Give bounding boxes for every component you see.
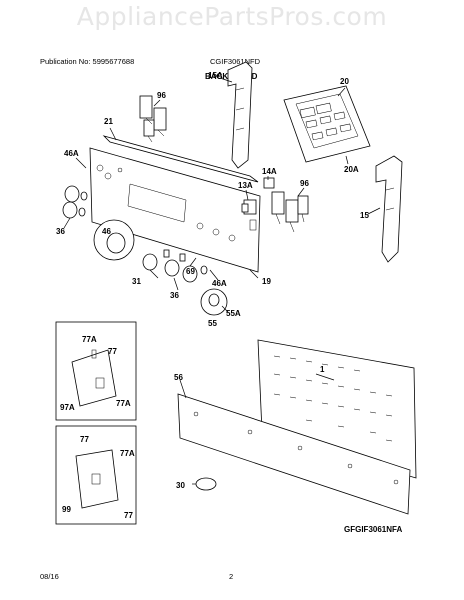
callout-77-inset2: 77 (80, 435, 89, 444)
callout-55: 55 (208, 319, 217, 328)
callout-31: 31 (132, 277, 141, 286)
part-19-control-panel (89, 147, 261, 273)
callout-36-left: 36 (56, 227, 65, 236)
callout-30: 30 (176, 481, 185, 490)
callout-15: 15 (360, 211, 369, 220)
callout-46A-upper: 46A (64, 149, 79, 158)
callout-97A: 97A (60, 403, 75, 412)
model-number: CGIF3061NFD (210, 57, 261, 66)
part-20-control-board (283, 85, 371, 163)
part-15-end-bracket (375, 155, 403, 263)
part-96-switch-upper (139, 95, 167, 143)
callout-46A-lower: 46A (212, 279, 227, 288)
callout-36-lower: 36 (170, 291, 179, 300)
callout-96-lower: 96 (300, 179, 309, 188)
diagram-code: GFGIF3061NFA (344, 525, 402, 534)
part-1-rear-panel (257, 339, 417, 479)
publication-number: Publication No: 5995677688 (40, 57, 135, 66)
leader-lines (63, 77, 381, 485)
callout-77A-inset2: 77A (120, 449, 135, 458)
part-21-top-trim (102, 135, 259, 183)
callout-21: 21 (104, 117, 113, 126)
part-15A-end-bracket (227, 61, 253, 169)
callout-77A-inset1b: 77A (116, 399, 131, 408)
part-96-switch-lower (271, 191, 309, 233)
callout-77A-inset1: 77A (82, 335, 97, 344)
callout-20A: 20A (344, 165, 359, 174)
part-31-36-knobs-lower (142, 249, 208, 283)
inset-99-box (55, 425, 137, 525)
callout-13A: 13A (238, 181, 253, 190)
callout-99: 99 (62, 505, 71, 514)
part-36-knobs-left (62, 185, 88, 219)
inset-97A-box (55, 321, 137, 421)
callout-20: 20 (340, 77, 349, 86)
callout-77-inset1: 77 (108, 347, 117, 356)
part-14A-13A-small-parts (241, 177, 275, 215)
callout-15A: 15A (208, 71, 223, 80)
callout-55A: 55A (226, 309, 241, 318)
part-56-lower-panel (177, 393, 411, 515)
callout-77-inset2b: 77 (124, 511, 133, 520)
callout-56: 56 (174, 373, 183, 382)
footer-date: 08/16 (40, 572, 59, 581)
callout-46: 46 (102, 227, 111, 236)
watermark: AppliancePartsPros.com (76, 2, 388, 31)
callout-69: 69 (186, 267, 195, 276)
part-30-grommet (195, 477, 217, 491)
callout-14A: 14A (262, 167, 277, 176)
part-46-knob-detail (93, 219, 135, 261)
part-55-detail (200, 288, 228, 316)
callout-1: 1 (320, 365, 325, 374)
callout-96-upper: 96 (157, 91, 166, 100)
callout-19: 19 (262, 277, 271, 286)
footer-page-number: 2 (229, 572, 234, 581)
